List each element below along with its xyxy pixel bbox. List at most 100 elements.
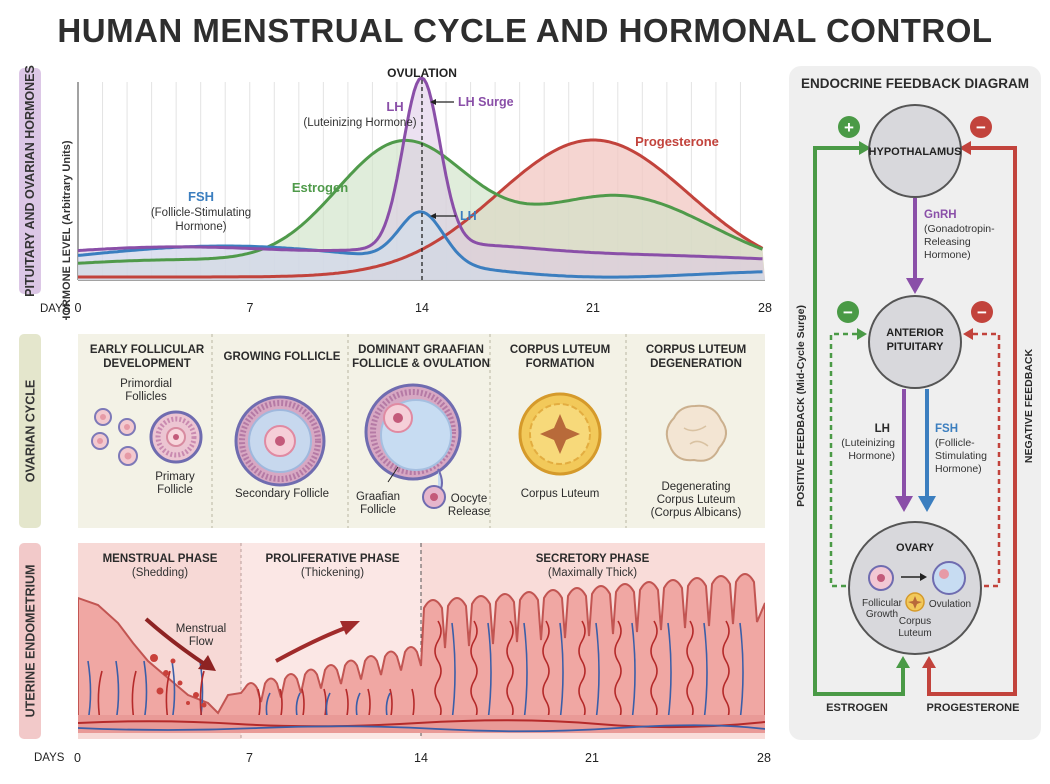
lh-fullname: (Luteinizing Hormone) xyxy=(303,117,416,129)
spiral-artery xyxy=(470,620,478,722)
tick-7: 7 xyxy=(247,301,254,315)
proliferative-arrow xyxy=(275,625,349,663)
positive-feedback-dashed xyxy=(829,332,859,588)
ovary-node xyxy=(848,521,982,655)
fb-lh-full-2: Hormone) xyxy=(848,450,895,462)
primordial-caption: Primordial Follicles xyxy=(98,378,194,404)
ovarian-panel-art xyxy=(91,334,727,528)
tick-28: 28 xyxy=(758,301,772,315)
ovary-cl-2: Luteum xyxy=(898,628,931,639)
endometrium-tissue xyxy=(78,573,765,724)
negative-feedback-label: NEGATIVE FEEDBACK xyxy=(1023,349,1035,464)
ovarian-stage-4-title-line1: CORPUS LUTEUM xyxy=(509,344,611,356)
side-label-ovarian-text: OVARIAN CYCLE xyxy=(23,379,37,483)
positive-dashed-arrowhead xyxy=(857,328,867,340)
fsh-peak-arrowhead xyxy=(430,213,436,219)
fb-fsh-label: FSH xyxy=(935,423,958,435)
fsh-arrowhead xyxy=(918,496,936,512)
primary-caption-line1: Primary xyxy=(155,471,195,483)
tick-0: 0 xyxy=(75,301,82,315)
ovarian-stage-1-title: EARLY FOLLICULAR DEVELOPMENT xyxy=(80,343,214,371)
phase-secretory-title: SECRETORY PHASE xyxy=(535,553,650,565)
negative-feedback-loop xyxy=(927,146,1017,696)
ovary-corpus-luteum xyxy=(905,592,925,612)
fsh-fullname-2: Hormone) xyxy=(175,221,226,233)
side-label-uterine: UTERINE ENDOMETRIUM xyxy=(19,543,41,739)
uterine-panel: DAYS xyxy=(78,543,765,739)
spiral-artery xyxy=(686,620,694,722)
fsh-label: FSH xyxy=(188,189,214,204)
negative-feedback-dashed xyxy=(971,332,1001,588)
fsh-peak-label: LH xyxy=(460,209,477,223)
gnrh-full-1: (Gonadotropin- xyxy=(924,223,995,235)
u-tick-0: 0 xyxy=(74,751,81,765)
page-title: HUMAN MENSTRUAL CYCLE AND HORMONAL CONTR… xyxy=(57,12,993,49)
primary-caption-line2: Follicle xyxy=(157,484,193,496)
minus-badge-pit-left xyxy=(837,301,859,323)
vessel-blue xyxy=(523,622,528,722)
fsh-area xyxy=(78,211,765,280)
ovulation-label: OVULATION xyxy=(387,66,457,80)
graafian-caption: Graafian Follicle xyxy=(350,491,406,517)
spiral-artery xyxy=(506,620,514,722)
ovary-growth-2: Growth xyxy=(866,609,898,620)
primary-follicle xyxy=(149,410,203,464)
corpus-luteum-caption: Corpus Luteum xyxy=(520,488,600,500)
degenerating-caption: Degenerating Corpus Luteum (Corpus Albic… xyxy=(628,481,764,520)
minus-badge-pit-right xyxy=(971,301,993,323)
u-tick-7: 7 xyxy=(246,751,253,765)
oocyte-caption-line1: Oocyte xyxy=(450,493,488,505)
vessel-blue xyxy=(559,622,564,722)
u-days-word: DAYS xyxy=(34,752,65,764)
ovarian-stage-4-title: CORPUS LUTEUM FORMATION xyxy=(492,343,628,371)
graafian-follicle xyxy=(364,383,462,509)
estrogen-label: Estrogen xyxy=(292,180,348,195)
oocyte-caption: Oocyte Release xyxy=(440,493,498,519)
gnrh-label: GnRH xyxy=(924,209,957,221)
spiral-artery xyxy=(542,620,550,722)
gnrh-arrowhead xyxy=(906,278,924,294)
ovarian-stage-2-title: GROWING FOLLICLE xyxy=(214,350,350,364)
progesterone-label-fb: PROGESTERONE xyxy=(927,702,1020,714)
u-tick-28: 28 xyxy=(757,751,771,765)
minus-badge-pit-left-sign: − xyxy=(843,303,853,322)
lh-curve xyxy=(77,76,763,261)
pituitary-label-1: ANTERIOR xyxy=(886,327,944,339)
oocyte-caption-line2: Release xyxy=(447,506,491,518)
phase-secretory-sub: (Maximally Thick) xyxy=(547,567,638,579)
ovary-progress-arrowhead xyxy=(920,573,927,581)
phase-menstrual-title: MENSTRUAL PHASE xyxy=(102,553,218,565)
vessel-blue xyxy=(631,622,636,722)
positive-feedback-label: POSITIVE FEEDBACK (Mid-Cycle Surge) xyxy=(795,305,807,507)
ovarian-stage-3-title-line2: FOLLICLE & OVULATION xyxy=(352,358,490,370)
ovarian-stage-3-title: DOMINANT GRAAFIAN FOLLICLE & OVULATION xyxy=(350,343,492,371)
plus-badge xyxy=(838,116,860,138)
side-label-ovarian: OVARIAN CYCLE xyxy=(19,334,41,528)
phase-menstrual-sub: (Shedding) xyxy=(131,567,189,579)
spiral-artery xyxy=(578,620,586,722)
side-label-hormones: PITUITARY AND OVARIAN HORMONES xyxy=(19,65,41,297)
negative-arrowhead-ovary-up xyxy=(922,656,936,668)
ovarian-stage-1-title-line1: EARLY FOLLICULAR xyxy=(89,344,205,356)
degenerating-caption-line3: (Corpus Albicans) xyxy=(650,507,742,519)
vessel-blue xyxy=(487,622,492,722)
lh-arrowhead xyxy=(895,496,913,512)
ovary-label: OVARY xyxy=(896,542,935,554)
degenerating-caption-line1: Degenerating xyxy=(661,481,731,493)
menstrual-flow-arrow xyxy=(144,617,208,667)
progesterone-curve xyxy=(78,138,764,279)
tick-21: 21 xyxy=(586,301,600,315)
negative-arrowhead-hyp xyxy=(959,141,971,155)
menstrual-flow-arrowhead xyxy=(198,655,216,671)
spiral-artery xyxy=(434,620,442,722)
feedback-diagram: ENDOCRINE FEEDBACK DIAGRAM + − − − HYPOT… xyxy=(795,76,1035,714)
positive-arrowhead-ovary-up xyxy=(896,656,910,668)
phase-proliferative-title: PROLIFERATIVE PHASE xyxy=(265,553,400,565)
gnrh-full-2: Releasing xyxy=(924,236,971,248)
menstrual-flow-label-line2: Flow xyxy=(188,636,214,648)
lh-label: LH xyxy=(386,99,403,114)
secondary-follicle xyxy=(234,395,326,487)
ovarian-stage-2-title-line1: GROWING FOLLICLE xyxy=(223,351,341,363)
ovary-cl-1: Corpus xyxy=(899,616,931,627)
positive-feedback-loop xyxy=(813,146,905,696)
